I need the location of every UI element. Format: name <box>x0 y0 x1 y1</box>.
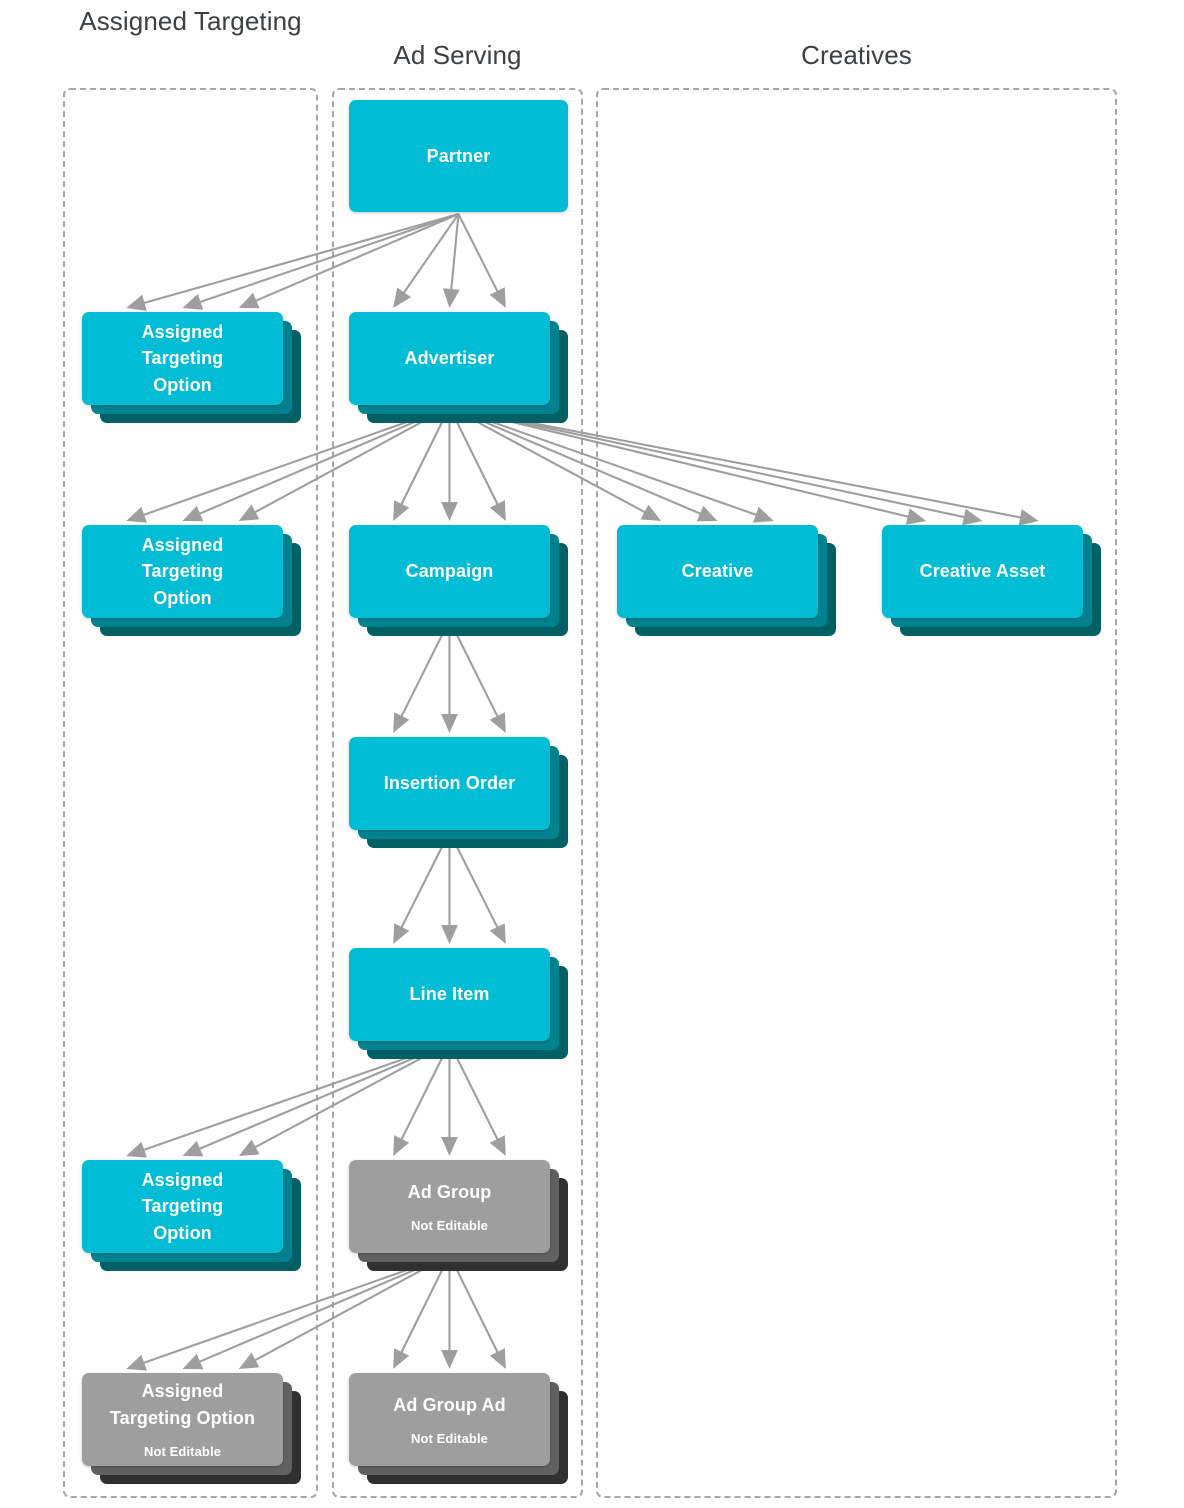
node-title: Advertiser <box>404 348 495 369</box>
node-ad-group[interactable]: Ad Group Not Editable <box>349 1160 568 1271</box>
column-header-ad-serving: Ad Serving <box>393 40 522 70</box>
node-title: Insertion Order <box>383 773 516 794</box>
node-ad-group-ad[interactable]: Ad Group Ad Not Editable <box>349 1373 568 1484</box>
node-card: Assigned Targeting Option Not Editable <box>82 1373 283 1466</box>
node-creative[interactable]: Creative <box>617 525 836 636</box>
node-card: Insertion Order <box>349 737 550 830</box>
node-partner[interactable]: Partner <box>349 100 568 212</box>
column-frame-creatives <box>596 88 1117 1498</box>
node-card: Creative <box>617 525 818 618</box>
column-frame-assigned-targeting <box>63 88 318 1498</box>
node-partner-title: Partner <box>426 145 491 166</box>
node-card: Creative Asset <box>882 525 1083 618</box>
node-assigned-targeting-option-line-item[interactable]: Assigned Targeting Option <box>82 1160 301 1271</box>
node-title: Line Item <box>409 984 490 1005</box>
node-not-editable-badge: Not Editable <box>143 1443 222 1459</box>
column-frame-ad-serving <box>332 88 583 1498</box>
node-card: Ad Group Not Editable <box>349 1160 550 1253</box>
node-title: Ad Group <box>407 1181 492 1202</box>
node-not-editable-badge: Not Editable <box>410 1430 489 1446</box>
node-assigned-targeting-option-ad-group[interactable]: Assigned Targeting Option Not Editable <box>82 1373 301 1484</box>
node-card: Advertiser <box>349 312 550 405</box>
node-title: Assigned Targeting Option <box>141 535 224 608</box>
node-creative-asset[interactable]: Creative Asset <box>882 525 1101 636</box>
node-campaign[interactable]: Campaign <box>349 525 568 636</box>
node-partner-card: Partner <box>349 100 568 212</box>
node-assigned-targeting-option-partner[interactable]: Assigned Targeting Option <box>82 312 301 423</box>
node-card: Assigned Targeting Option <box>82 525 283 618</box>
column-header-assigned-targeting: Assigned Targeting <box>79 6 302 36</box>
node-title: Assigned Targeting Option <box>109 1381 256 1428</box>
node-card: Assigned Targeting Option <box>82 312 283 405</box>
node-title: Creative Asset <box>919 561 1046 582</box>
column-header-creatives: Creatives <box>801 40 912 70</box>
node-title: Ad Group Ad <box>393 1394 506 1415</box>
node-card: Line Item <box>349 948 550 1041</box>
node-line-item[interactable]: Line Item <box>349 948 568 1059</box>
node-not-editable-badge: Not Editable <box>410 1217 489 1233</box>
node-advertiser[interactable]: Advertiser <box>349 312 568 423</box>
node-insertion-order[interactable]: Insertion Order <box>349 737 568 848</box>
node-card: Campaign <box>349 525 550 618</box>
node-card: Ad Group Ad Not Editable <box>349 1373 550 1466</box>
node-title: Creative <box>681 561 754 582</box>
node-title: Campaign <box>405 561 494 582</box>
node-card: Assigned Targeting Option <box>82 1160 283 1253</box>
node-title: Assigned Targeting Option <box>141 322 224 395</box>
node-assigned-targeting-option-advertiser[interactable]: Assigned Targeting Option <box>82 525 301 636</box>
node-title: Assigned Targeting Option <box>141 1170 224 1243</box>
